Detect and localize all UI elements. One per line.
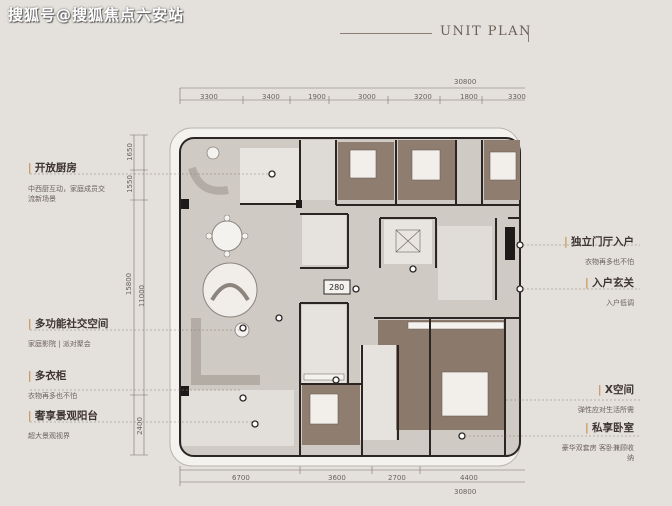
foyer xyxy=(438,226,492,300)
interior-walls xyxy=(240,140,520,456)
title-divider xyxy=(528,26,529,42)
dim-top-2: 3400 xyxy=(262,93,280,101)
area-box xyxy=(323,279,351,295)
area-label: 280 xyxy=(329,283,345,292)
dim-bottom-3: 2700 xyxy=(388,474,406,482)
bath-1 xyxy=(302,215,346,265)
label-wardrobes: | 多衣柜 衣物再多也不怕 xyxy=(28,370,77,400)
plan-title: UNIT PLAN xyxy=(440,24,532,39)
kitchen-island xyxy=(188,166,229,195)
master-bed xyxy=(441,371,489,417)
dim-top-1: 3300 xyxy=(200,93,218,101)
pantry xyxy=(300,140,336,200)
dim-top-6: 1800 xyxy=(460,93,478,101)
label-x-space: | X空间 弹性应对生活所需 xyxy=(578,384,634,414)
dim-bottom-2: 3600 xyxy=(328,474,346,482)
dim-top-7: 3300 xyxy=(508,93,526,101)
dim-left-5: 2400 xyxy=(135,417,144,435)
dim-top-4: 3000 xyxy=(358,93,376,101)
total-width-bottom: 30800 xyxy=(454,488,477,496)
dim-top-5: 3200 xyxy=(414,93,432,101)
label-open-kitchen: | 开放厨房 中西厨互动，家庭成员交流新场景 xyxy=(28,162,105,203)
bath-2 xyxy=(302,305,346,383)
dining-table xyxy=(211,220,243,252)
label-balcony: | 奢享景观阳台 超大景观视界 xyxy=(28,410,98,440)
elevator xyxy=(395,229,421,253)
label-private-bedroom: | 私享卧室 豪华双套房 客卧兼顾收纳 xyxy=(561,422,634,462)
dim-bottom-4: 4400 xyxy=(460,474,478,482)
leader-lines xyxy=(30,173,640,437)
label-social-space: | 多功能社交空间 家庭影院 | 派对聚会 xyxy=(28,318,109,348)
elevator-hall xyxy=(384,220,432,264)
bath-3 xyxy=(360,345,396,440)
label-entrance-hall: | 独立门厅入户 衣物再多也不怕 xyxy=(564,236,634,266)
dim-left-3: 11000 xyxy=(138,284,147,308)
dim-left-2: 1550 xyxy=(125,175,134,193)
label-foyer: | 入户玄关 入户低调 xyxy=(585,277,634,307)
dimension-lines xyxy=(130,87,525,486)
balcony xyxy=(182,390,294,446)
total-width-top: 30800 xyxy=(454,78,477,86)
dim-left-4: 15800 xyxy=(125,272,134,296)
dim-bottom-1: 6700 xyxy=(232,474,250,482)
watermark: 搜狐号@搜狐焦点六安站 xyxy=(8,6,185,24)
sofa xyxy=(191,318,260,385)
dim-left-1: 1650 xyxy=(125,143,134,161)
lounge-rug xyxy=(202,262,258,318)
structural-columns xyxy=(181,199,515,396)
title-rule xyxy=(340,33,432,34)
dim-top-3: 1900 xyxy=(308,93,326,101)
